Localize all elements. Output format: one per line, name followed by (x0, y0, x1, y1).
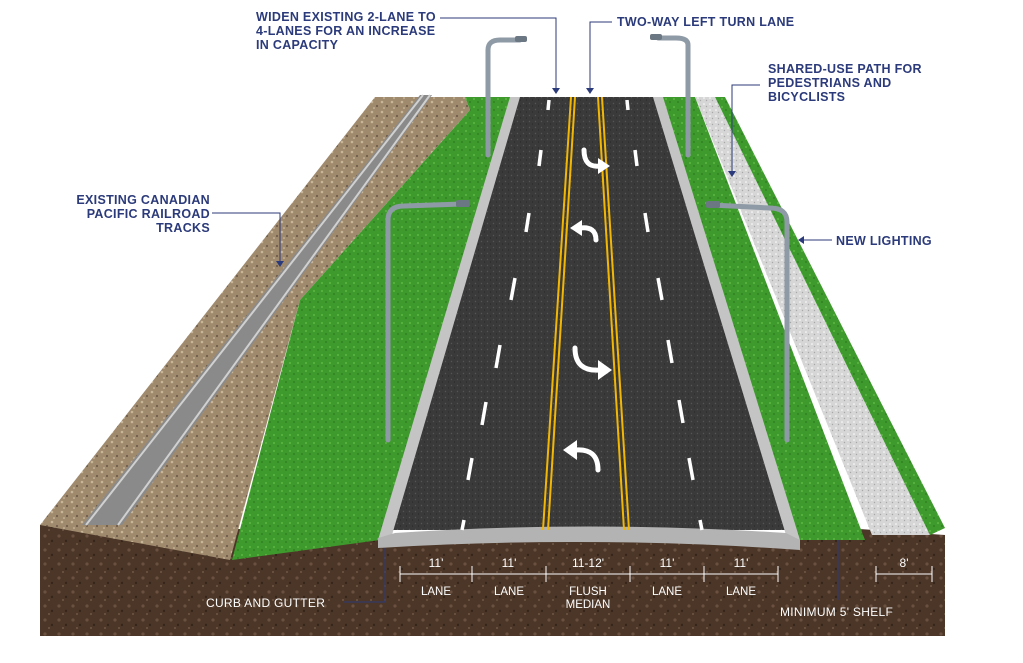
dimension-label-5: LANE (725, 586, 757, 598)
railroad-callout: EXISTING CANADIAN PACIFIC RAILROAD TRACK… (76, 193, 210, 235)
light-pole (485, 37, 523, 158)
callout-lines (212, 17, 839, 603)
shared-use-path-callout: SHARED-USE PATH FOR PEDESTRIANS AND BICY… (768, 62, 922, 104)
dimension-label-4: LANE (651, 586, 683, 598)
two-way-turn-lane-callout: TWO-WAY LEFT TURN LANE (617, 15, 795, 29)
dimension-width-2: 11' (501, 556, 517, 570)
dimension-label-2: LANE (493, 586, 525, 598)
minimum-shelf-callout: MINIMUM 5' SHELF (780, 605, 894, 619)
light-pole (655, 35, 691, 158)
new-lighting-callout: NEW LIGHTING (836, 234, 932, 248)
dimension-width-3: 11-12' (571, 556, 605, 570)
dimension-width-4: 11' (659, 556, 675, 570)
widen-callout: WIDEN EXISTING 2-LANE TO 4-LANES FOR AN … (256, 10, 436, 52)
light-pole (385, 201, 465, 443)
dimension-label-3: FLUSH MEDIAN (565, 586, 611, 611)
path-width-dimension: 8' (899, 556, 909, 570)
arrow-icon (572, 447, 601, 473)
left-grass-slope (232, 97, 520, 560)
arrow-icon (577, 225, 599, 243)
dimension-lines (399, 566, 933, 582)
arrow-icon (572, 345, 603, 373)
arrow-icon (581, 147, 603, 169)
right-curb (653, 97, 800, 540)
light-pole (709, 202, 790, 443)
railroad-track (82, 94, 432, 526)
light-poles (385, 35, 790, 443)
dimension-width-1: 11' (428, 556, 444, 570)
turn-arrows (572, 147, 603, 473)
curb-and-gutter-callout: CURB AND GUTTER (206, 596, 326, 610)
dimension-label-1: LANE (420, 586, 452, 598)
dimension-width-5: 11' (733, 556, 749, 570)
curb-front (378, 526, 800, 550)
lane-dashes (460, 99, 704, 531)
left-curb (378, 97, 520, 540)
